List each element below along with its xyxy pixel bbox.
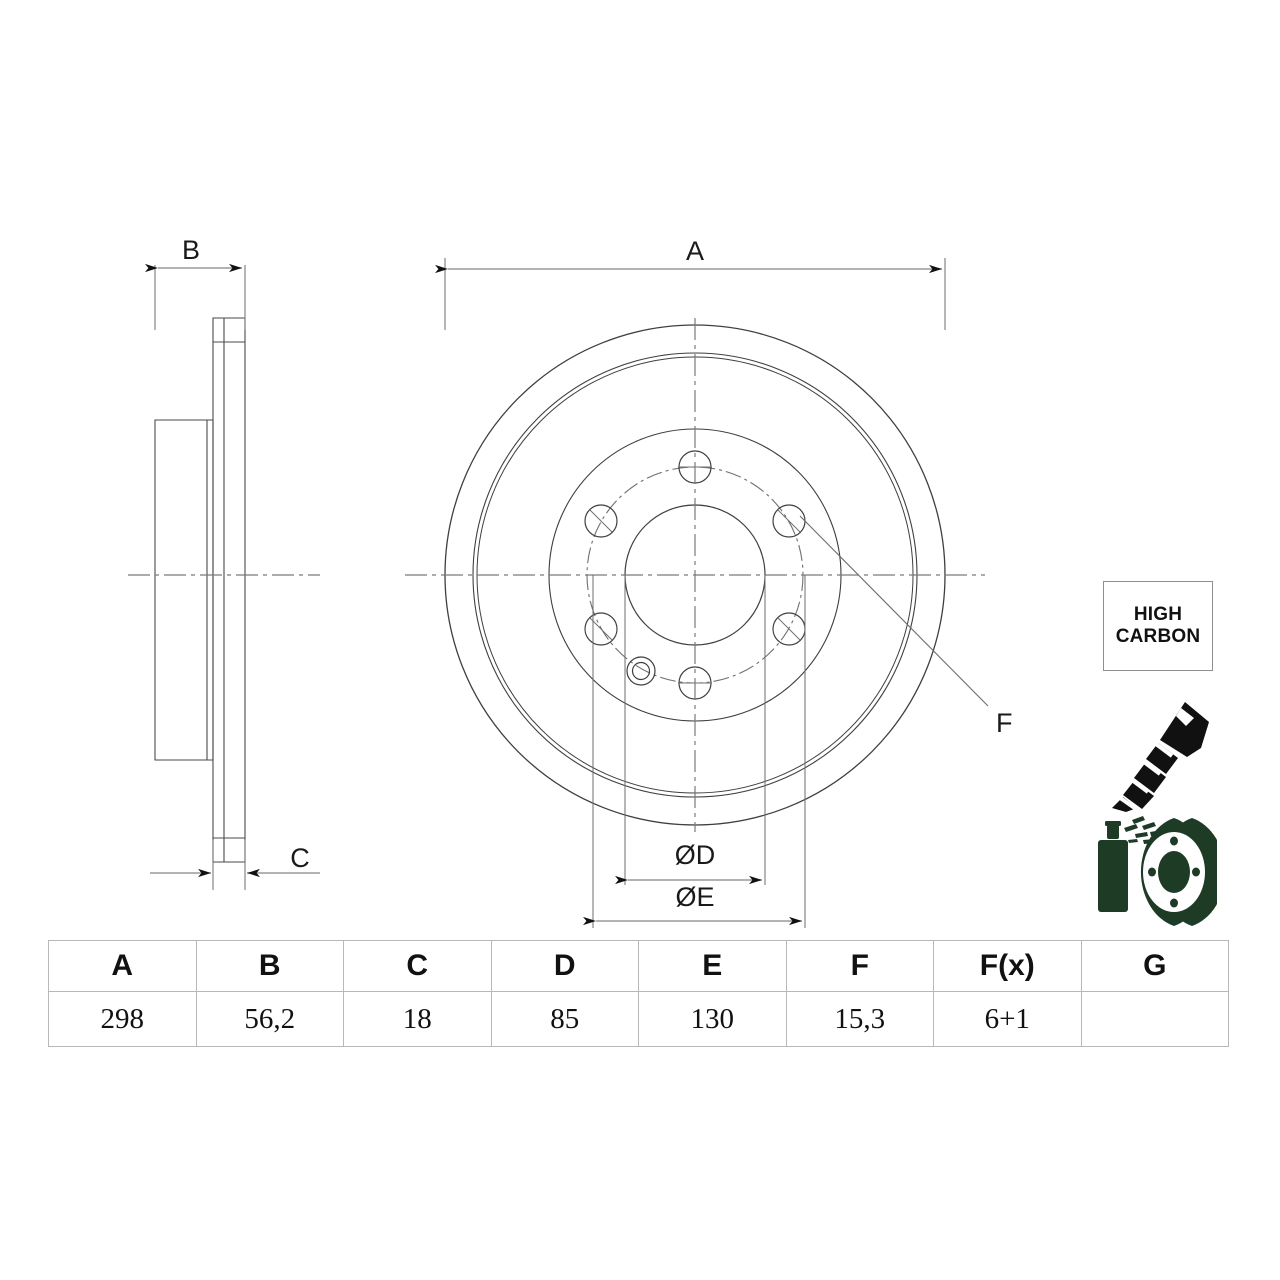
table-value-fx: 6+1 [933, 991, 1082, 1047]
leader-F: F [799, 515, 1013, 738]
table-value-a: 298 [48, 991, 197, 1047]
table-value-g [1080, 991, 1229, 1047]
dimension-label-D: ØD [675, 840, 716, 870]
dimension-label-E: ØE [675, 882, 714, 912]
dimension-A: A [435, 236, 946, 330]
side-section-view [154, 317, 246, 863]
dimension-label-B: B [182, 235, 200, 265]
dimension-B: B [145, 235, 246, 330]
table-value-b: 56,2 [195, 991, 344, 1047]
badge-line-2: CARBON [1115, 626, 1201, 647]
dimension-D: ØD [615, 575, 766, 885]
high-carbon-badge: HIGH CARBON [1103, 581, 1213, 671]
table-value-e: 130 [638, 991, 787, 1047]
table-header-g: G [1080, 940, 1229, 992]
table-header-c: C [343, 940, 492, 992]
dimension-C: C [150, 840, 320, 890]
dimension-label-A: A [686, 236, 704, 266]
table-header-f: F [785, 940, 934, 992]
table-value-f: 15,3 [785, 991, 934, 1047]
dimension-E: ØE [583, 575, 806, 928]
table-value-c: 18 [343, 991, 492, 1047]
spray-can-coating-disc-icon [1098, 816, 1217, 926]
table-header-a: A [48, 940, 197, 992]
table-header-b: B [195, 940, 344, 992]
badge-line-1: HIGH [1133, 603, 1183, 625]
table-value-row: 298 56,2 18 85 130 15,3 6+1 [48, 991, 1229, 1047]
dimension-label-F: F [996, 708, 1013, 738]
table-header-d: D [490, 940, 639, 992]
dimension-label-C: C [290, 843, 310, 873]
locating-hole [626, 656, 656, 686]
table-header-fx: F(x) [933, 940, 1082, 992]
table-header-row: A B C D E F F(x) G [48, 940, 1229, 992]
table-value-d: 85 [490, 991, 639, 1047]
table-header-e: E [638, 940, 787, 992]
specification-table: A B C D E F F(x) G 298 56,2 18 85 130 15… [48, 940, 1229, 1047]
countersunk-screw-icon [1112, 702, 1209, 812]
